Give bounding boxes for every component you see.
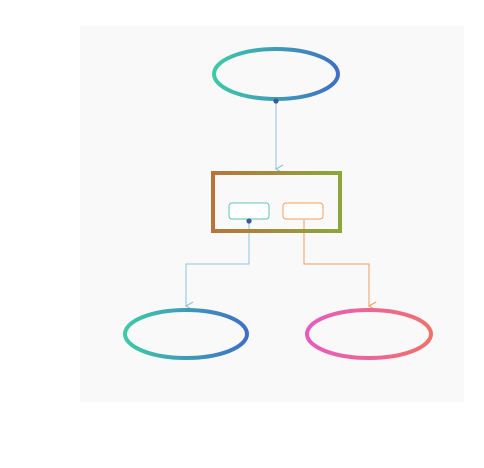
connector-left-port-to-bottom-left[interactable]	[184, 221, 250, 311]
top-ellipse-node[interactable]	[212, 47, 340, 101]
port-right[interactable]	[282, 202, 324, 220]
middle-box-node[interactable]	[211, 171, 342, 233]
connector-right-port-to-bottom-right[interactable]	[303, 220, 377, 311]
bottom-left-ellipse-node[interactable]	[123, 308, 249, 360]
anchor-dot-top[interactable]	[273, 98, 279, 104]
bottom-right-ellipse-node[interactable]	[305, 308, 433, 360]
port-left[interactable]	[228, 202, 270, 220]
diagram-canvas	[80, 26, 464, 402]
anchor-dot-left-port[interactable]	[246, 218, 252, 224]
